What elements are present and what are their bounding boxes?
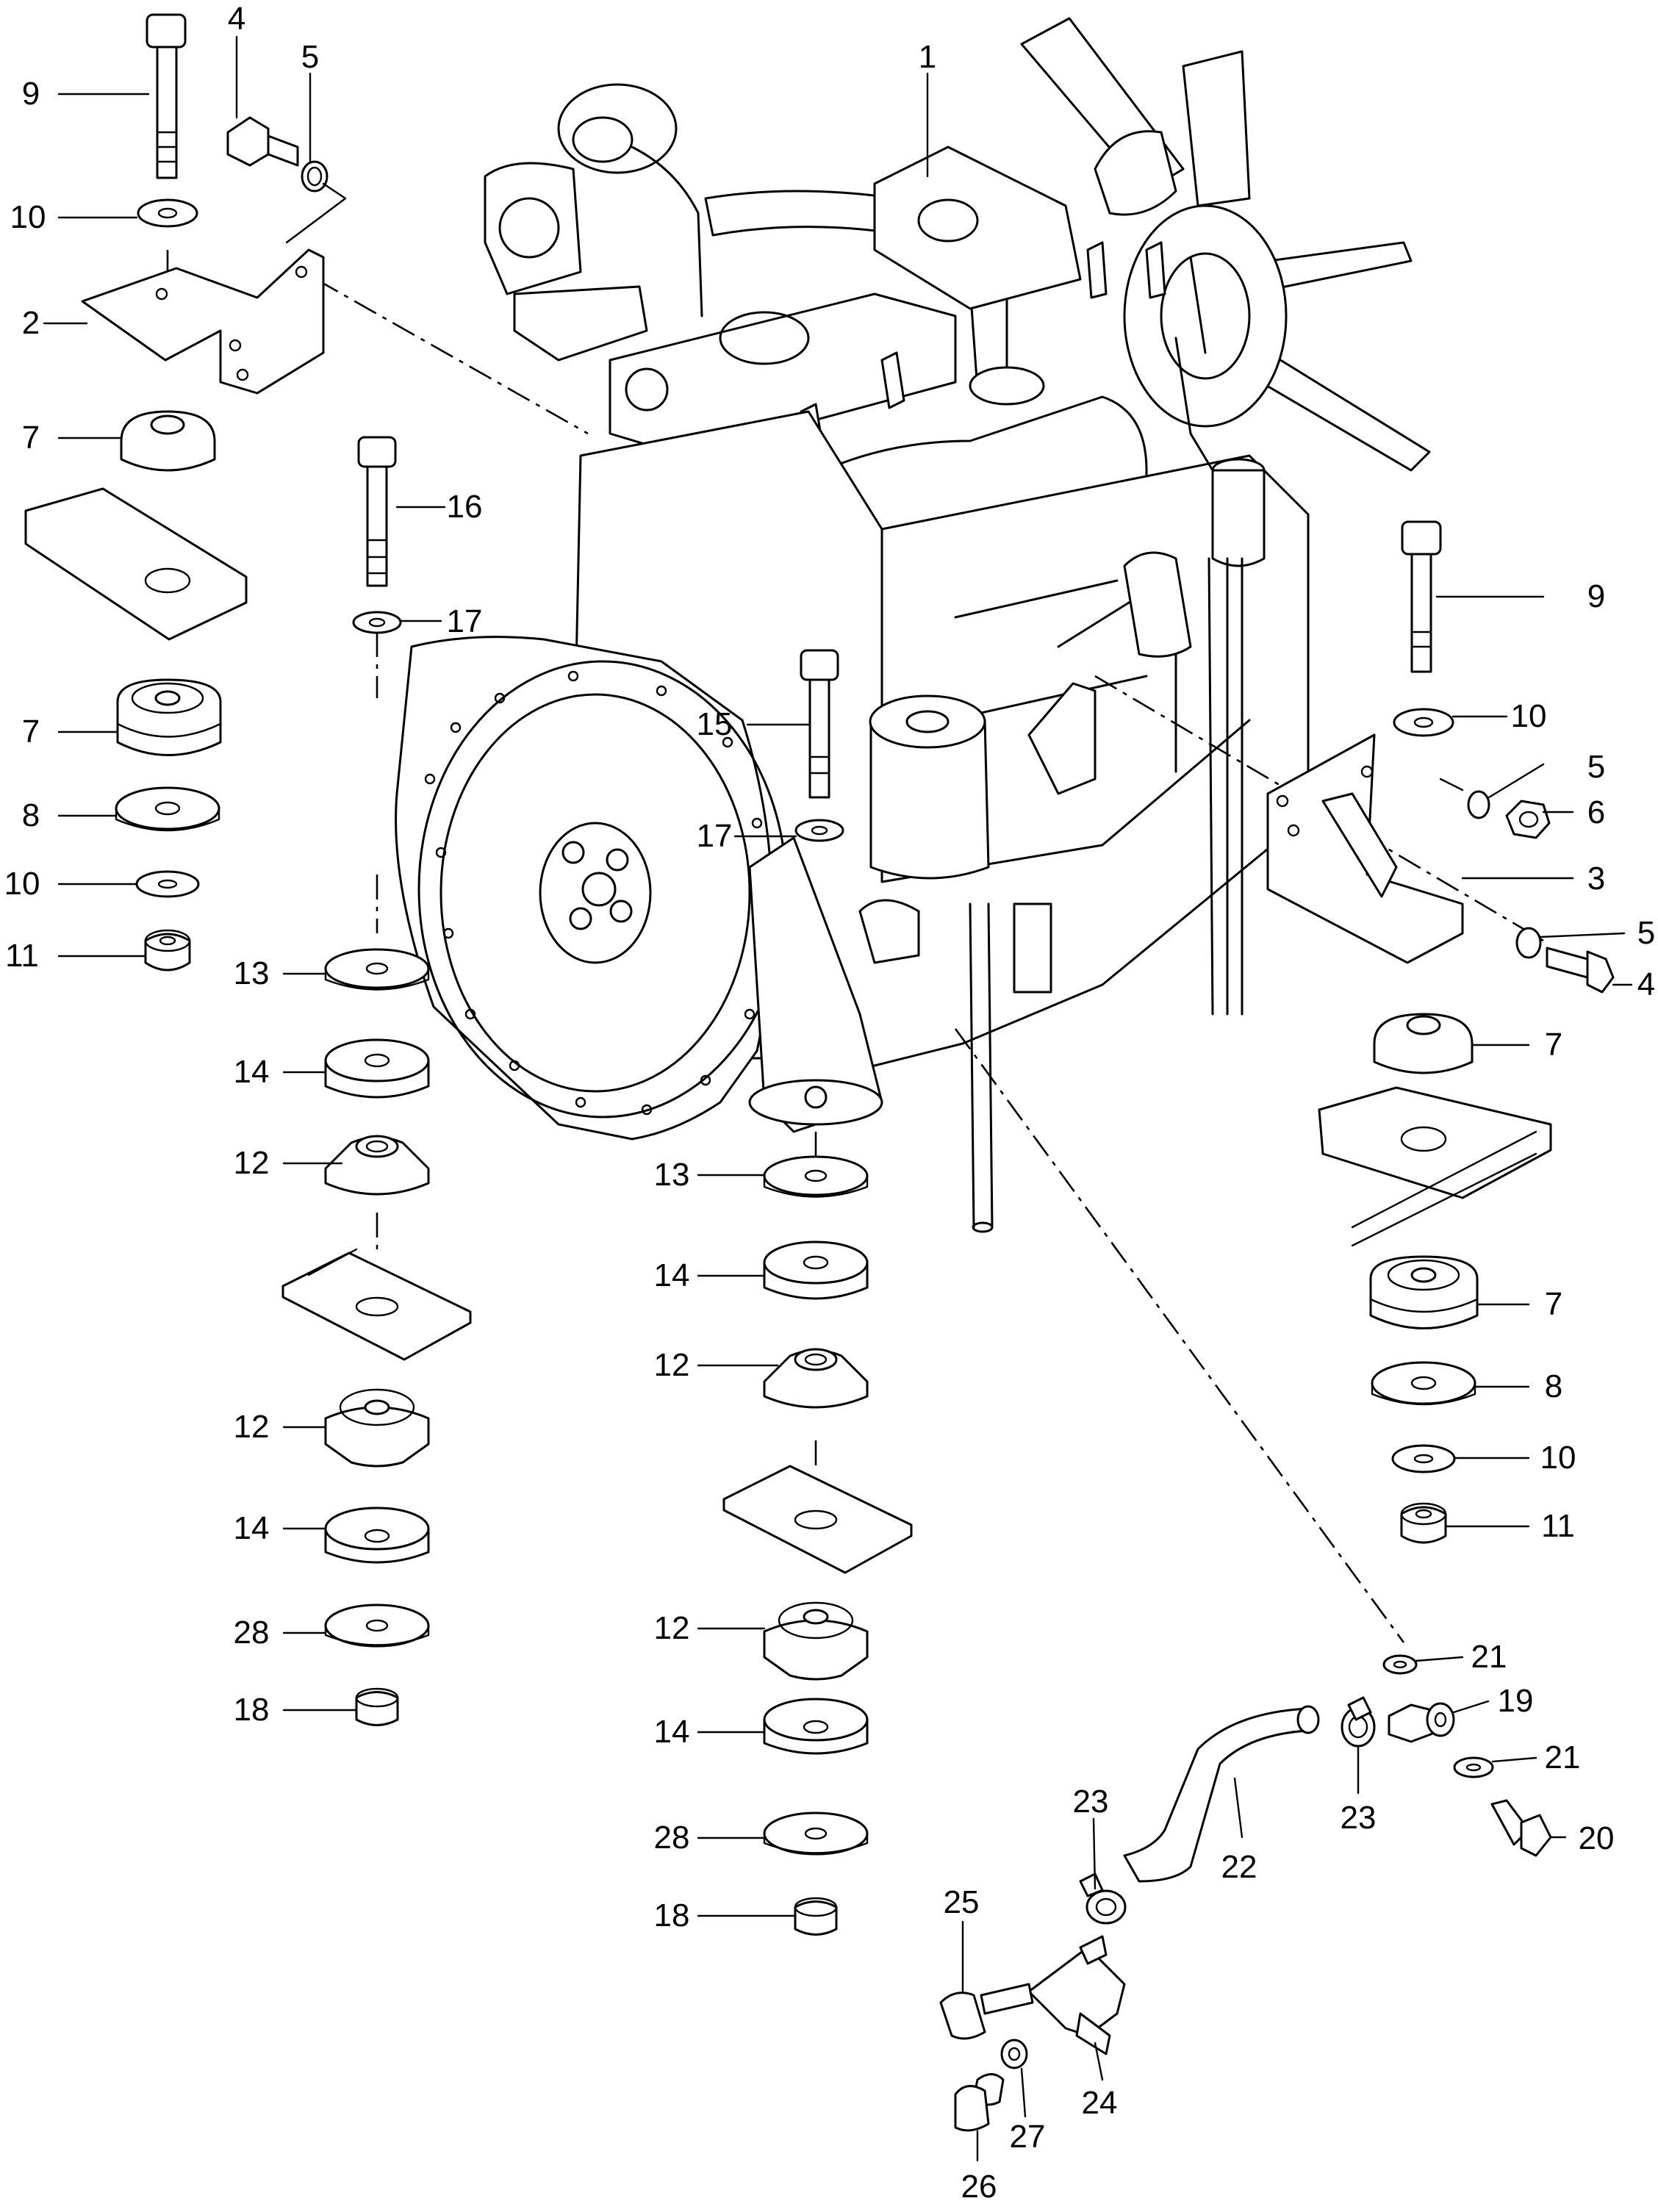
callout-12: 12 [234, 1145, 270, 1181]
assembly-centerlines [166, 250, 1544, 1643]
plate-8-left [115, 786, 220, 830]
callout-14: 14 [234, 1510, 270, 1546]
callout-5: 5 [1587, 749, 1605, 785]
callout-16: 16 [447, 489, 483, 525]
callout-7: 7 [1545, 1286, 1562, 1322]
callout-14: 14 [654, 1714, 690, 1750]
callout-15: 15 [697, 706, 733, 742]
callout-21: 21 [1471, 1639, 1507, 1675]
rubber-mount-7-top-left [120, 410, 216, 472]
callout-17: 17 [697, 818, 733, 854]
callout-12: 12 [654, 1610, 690, 1646]
callout-labels: 9 4 5 10 2 7 7 8 10 11 1 16 17 15 17 13 … [4, 1, 1656, 2205]
callout-11: 11 [1541, 1508, 1575, 1544]
engine-assembly [395, 17, 1431, 1233]
callout-12: 12 [654, 1347, 690, 1383]
bolt-4-left [226, 116, 299, 167]
callout-27: 27 [1010, 2119, 1046, 2155]
callout-19: 19 [1498, 1683, 1534, 1719]
callout-24: 24 [1082, 2085, 1118, 2121]
callout-7: 7 [1545, 1027, 1562, 1063]
callout-21: 21 [1545, 1739, 1581, 1775]
washer-10-bottom-left [135, 870, 200, 898]
callout-8: 8 [1545, 1368, 1562, 1404]
flywheel-bolt-ring [424, 670, 770, 1116]
callout-6: 6 [1587, 794, 1605, 830]
callout-3: 3 [1587, 861, 1605, 897]
callout-5: 5 [1637, 915, 1655, 951]
callout-10: 10 [10, 199, 46, 235]
callout-17: 17 [447, 603, 483, 639]
callout-7: 7 [22, 714, 40, 750]
callout-12: 12 [234, 1409, 270, 1445]
callout-1: 1 [919, 39, 936, 75]
callout-9: 9 [22, 76, 40, 112]
callout-23: 23 [1341, 1800, 1377, 1836]
callout-10: 10 [1540, 1440, 1576, 1476]
callout-13: 13 [654, 1157, 690, 1193]
washer-10-top-left [137, 198, 198, 228]
callout-8: 8 [22, 797, 40, 833]
nut-11-left [144, 933, 191, 972]
callout-13: 13 [234, 955, 270, 991]
callout-14: 14 [234, 1054, 270, 1090]
callout-9: 9 [1587, 578, 1605, 614]
center-left-mount-stack [281, 436, 472, 1726]
lock-washer-5-left [301, 160, 329, 193]
callout-23: 23 [1073, 1784, 1109, 1820]
callout-14: 14 [654, 1257, 690, 1293]
callout-4: 4 [1637, 966, 1655, 1002]
rubber-mount-7-bottom-left [116, 678, 222, 756]
callout-28: 28 [654, 1820, 690, 1856]
callout-18: 18 [654, 1897, 690, 1933]
callout-7: 7 [22, 420, 40, 456]
callout-5: 5 [301, 39, 319, 75]
frame-rail-left [24, 487, 248, 641]
callout-10: 10 [4, 866, 40, 902]
callout-4: 4 [228, 1, 245, 37]
center-mount-stack [722, 649, 913, 1936]
callout-26: 26 [961, 2169, 997, 2205]
callout-11: 11 [5, 938, 39, 974]
bolt-9-left [146, 13, 187, 179]
oil-drain-assembly [939, 1654, 1552, 2132]
left-mount-stack [24, 13, 347, 972]
callout-25: 25 [944, 1884, 980, 1920]
right-mount-stack [1266, 520, 1615, 1544]
callout-10: 10 [1511, 698, 1547, 734]
callout-22: 22 [1221, 1849, 1257, 1885]
callout-28: 28 [234, 1615, 270, 1651]
leader-lines [43, 35, 1633, 2162]
callout-2: 2 [22, 305, 40, 341]
callout-20: 20 [1579, 1820, 1615, 1856]
callout-18: 18 [234, 1692, 270, 1728]
bracket-2 [81, 248, 325, 395]
